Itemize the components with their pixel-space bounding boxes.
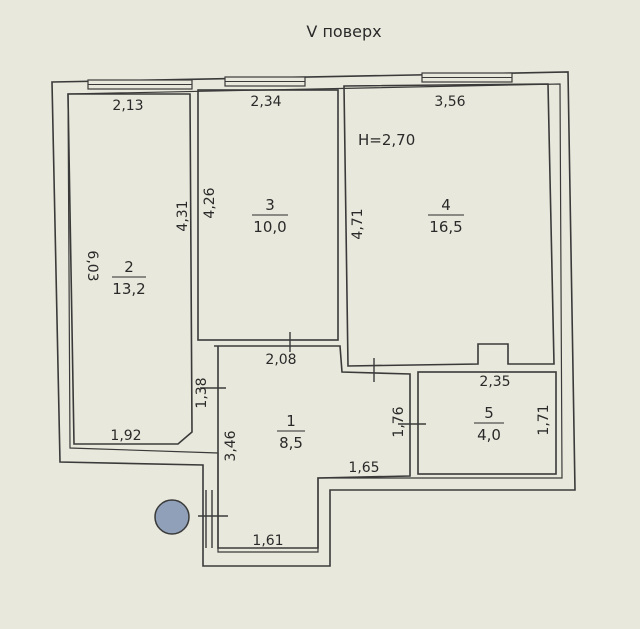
dim-room5-top: 2,35 (479, 374, 510, 390)
dim-room4-top: 3,56 (434, 94, 465, 110)
room-3-label: 3 10,0 (252, 196, 288, 236)
svg-text:3: 3 (265, 196, 275, 214)
room-4-label: 4 16,5 (428, 196, 464, 236)
room-1-label: 1 8,5 (277, 412, 305, 452)
dim-room2-bottom: 1,92 (110, 428, 141, 444)
riser-circle-icon (154, 499, 190, 535)
svg-text:4,0: 4,0 (477, 426, 501, 444)
dim-room1-bottom: 1,61 (252, 533, 283, 549)
room-3-outline (197, 89, 339, 341)
svg-text:2: 2 (124, 258, 134, 276)
room-4-outline (343, 83, 555, 367)
svg-text:10,0: 10,0 (253, 218, 286, 236)
dim-room1-left-lower: 3,46 (223, 430, 239, 461)
room-2-outline (67, 93, 193, 445)
dim-room4-left: 4,71 (350, 208, 366, 239)
dim-room2-top: 2,13 (112, 98, 143, 114)
room-5-outline (417, 371, 557, 475)
window-room2 (87, 79, 193, 90)
dim-room3-left: 4,26 (202, 187, 218, 218)
svg-text:4: 4 (441, 196, 451, 214)
svg-text:1: 1 (286, 412, 296, 430)
floor-title: V поверх (306, 22, 381, 41)
dim-room3-top: 2,34 (250, 94, 281, 110)
room-1-outline (214, 345, 411, 549)
dim-room1-right: 1,76 (391, 406, 407, 437)
dim-room2-right: 4,31 (175, 200, 191, 231)
svg-text:5: 5 (484, 404, 494, 422)
outer-wall-inner (67, 83, 563, 553)
svg-text:16,5: 16,5 (429, 218, 462, 236)
dim-room2-left: 6,03 (84, 250, 100, 281)
outer-wall (51, 71, 576, 567)
room-5-label: 5 4,0 (474, 404, 504, 444)
window-room4 (421, 72, 513, 83)
dim-room1-left-upper: 1,38 (194, 377, 210, 408)
dim-room5-right: 1,71 (536, 404, 552, 435)
svg-text:13,2: 13,2 (112, 280, 145, 298)
ceiling-height-label: H=2,70 (358, 131, 415, 149)
door-marks (198, 332, 426, 548)
room-2-label: 2 13,2 (112, 258, 146, 298)
window-room3 (224, 76, 306, 87)
dim-room1-mid: 1,65 (348, 460, 379, 476)
dim-room1-top: 2,08 (265, 352, 296, 368)
svg-text:8,5: 8,5 (279, 434, 303, 452)
